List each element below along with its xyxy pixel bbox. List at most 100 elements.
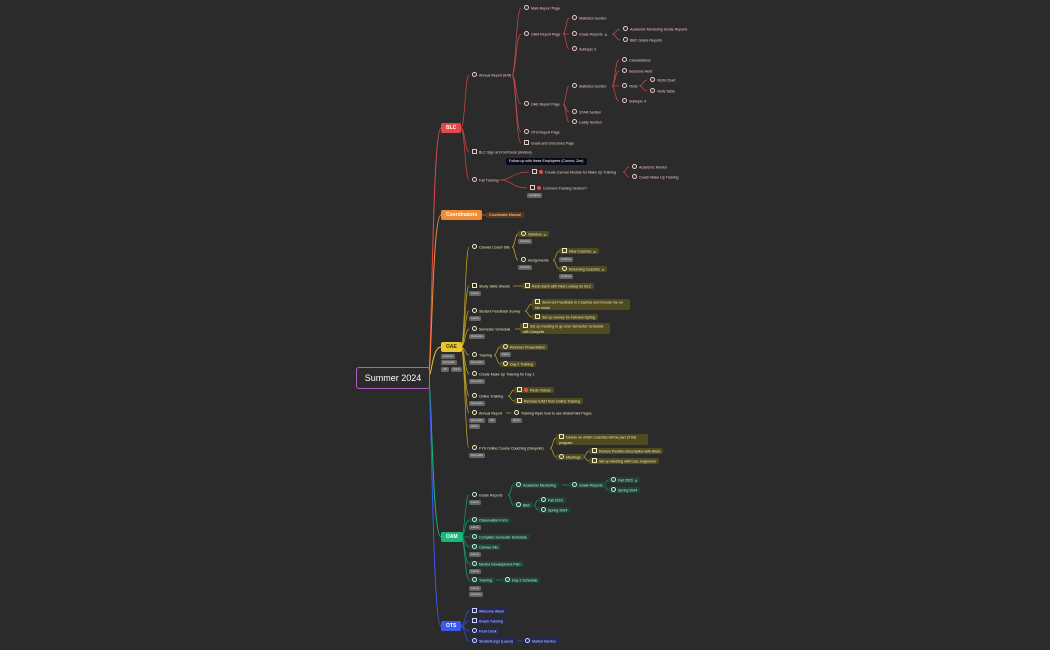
node-academic-mentoring-grade-reports[interactable]: Academic Mentoring Grade Reports (620, 26, 690, 32)
checkbox-icon[interactable] (562, 248, 567, 253)
node-visits[interactable]: Visits (619, 83, 641, 89)
link-icon[interactable]: ⧉ (593, 249, 596, 254)
checkbox-icon[interactable] (532, 169, 537, 174)
checkbox-icon[interactable] (472, 149, 477, 154)
node-returning-coaches[interactable]: Returning Coaches⧉ (559, 266, 608, 272)
node-academic-mentor[interactable]: Academic Mentor (629, 164, 670, 170)
checkbox-icon[interactable] (524, 140, 529, 145)
node-semester-schedule[interactable]: Semester Schedule (469, 326, 513, 332)
node-decide-coaches[interactable]: Decide on which Coaches will be part of … (556, 434, 648, 445)
node-new-coaches[interactable]: New Coaches⧉ (559, 248, 599, 254)
node-market-service[interactable]: Market Service (522, 638, 559, 644)
node-studentlingo[interactable]: StudentLingo (Laura) (469, 638, 516, 644)
node-bbc-spring-2024[interactable]: Spring 2024 (538, 507, 571, 513)
node-am-fall-2023[interactable]: Fall 2023⧉ (608, 477, 641, 483)
node-send-out-feedback[interactable]: Send out Feedback to Coaches and include… (532, 299, 630, 310)
node-front-desk[interactable]: Front Desk (469, 628, 500, 634)
node-oam-grade-reports[interactable]: Grade Reports (469, 492, 506, 498)
node-set-up-meeting[interactable]: Set up meeting to go over Semester Sched… (520, 323, 610, 334)
checkbox-icon[interactable] (523, 323, 528, 328)
link-icon[interactable]: ⧉ (634, 478, 638, 483)
node-oae-statistics-section[interactable]: Statistics Section (569, 83, 609, 89)
node-mentor-development[interactable]: Mentor Development Plan (469, 561, 524, 567)
checkbox-icon[interactable] (592, 458, 597, 463)
node-statistics-section[interactable]: Statistics Section (569, 15, 609, 21)
node-day2-schedule[interactable]: Day 2 Schedule (502, 577, 541, 583)
branch-oam[interactable]: OAM (441, 532, 463, 542)
node-complete-semester[interactable]: Complete Semester Schedule (469, 534, 530, 540)
link-icon[interactable]: ⧉ (601, 267, 605, 272)
node-create-make-up[interactable]: Create Make Up Training for Day 1 (469, 371, 538, 377)
node-set-up-meeting-lisa[interactable]: Set up Meeting with Lisa Jorgensen (589, 458, 659, 464)
node-coordinator-manual[interactable]: Coordinator Manual (486, 212, 524, 218)
node-student-feedback[interactable]: Student Feedback Survey (469, 308, 523, 314)
node-redo-each[interactable]: Redo Each with New Lookup for BLC (522, 283, 595, 289)
checkbox-icon[interactable] (559, 434, 564, 439)
node-fys-online[interactable]: FYS Online Course Coaching (Danyelle) (469, 445, 547, 451)
node-bbc-fall-2023[interactable]: Fall 2023 (538, 497, 566, 503)
node-oam-report-page[interactable]: OAM Report Page (521, 31, 563, 37)
checkbox-icon[interactable] (525, 283, 530, 288)
node-oae-report-page[interactable]: OAE Report Page (521, 101, 563, 107)
node-knack-tutoring[interactable]: Knack Tutoring (469, 618, 506, 624)
node-canvas-coach-site[interactable]: Canvas Coach Site (469, 244, 513, 250)
node-cancellations[interactable]: Cancellations (619, 57, 654, 63)
checkbox-icon[interactable] (472, 608, 477, 613)
node-main-report-page[interactable]: Main Report Page (521, 5, 563, 11)
node-syllabus[interactable]: Syllabus⧉ (518, 231, 550, 237)
checkbox-icon[interactable] (530, 185, 535, 190)
checkbox-icon[interactable] (592, 448, 597, 453)
node-study-skills[interactable]: Study Skills Sheets (469, 283, 513, 289)
node-fall-training[interactable]: Fall Training (469, 177, 502, 183)
node-academic-mentoring[interactable]: Academic Mentoring (513, 482, 559, 488)
node-grade-reports[interactable]: Grade Reports⧉ (569, 31, 610, 37)
node-training-ryan[interactable]: Training Ryan how to use SharePoint Page… (511, 410, 595, 416)
checkbox-icon[interactable] (517, 387, 522, 392)
checkbox-icon[interactable] (517, 398, 522, 403)
link-icon[interactable]: ⧉ (604, 32, 607, 37)
node-visits-table[interactable]: Visits Table (647, 88, 678, 94)
node-create-canvas-module[interactable]: Create Canvas Module for Make Up Trainin… (529, 169, 619, 175)
node-sessions-held[interactable]: Sessions Held (619, 68, 655, 74)
node-ots-report-page[interactable]: OTS Report Page (521, 129, 563, 135)
branch-coordinators[interactable]: Coordinators (441, 210, 483, 220)
node-common-training[interactable]: Common Training Session? (527, 185, 590, 191)
checkbox-icon[interactable] (472, 618, 477, 623)
checkbox-icon[interactable] (535, 314, 540, 319)
node-welcome-week[interactable]: Welcome Week (469, 608, 508, 614)
node-luddy-section[interactable]: Luddy Section (569, 119, 605, 125)
branch-ots[interactable]: OTS (441, 621, 462, 631)
node-bbc[interactable]: BBC (513, 502, 534, 508)
node-annual-report[interactable]: Annual Report (A/R) (469, 72, 514, 78)
link-icon[interactable]: ⧉ (543, 232, 547, 237)
node-observation-form[interactable]: Observation Form (469, 517, 511, 523)
node-training[interactable]: Training (469, 352, 495, 358)
node-assignments[interactable]: Assignments (518, 257, 552, 263)
node-coach-make-up[interactable]: Coach Make Up Training (629, 174, 682, 180)
node-meetings[interactable]: Meetings (556, 454, 584, 460)
node-subtopic-4[interactable]: Subtopic 4 (619, 98, 649, 104)
node-oam-training[interactable]: Training (469, 577, 495, 583)
node-set-up-survey[interactable]: Set up Survey for Fall and Spring (532, 314, 598, 320)
node-returner-presentation[interactable]: Returner Presentation (500, 344, 549, 350)
node-am-grade-reports[interactable]: Grade Reports (569, 482, 606, 488)
node-remove-iumj[interactable]: Remove IUMJ from Online Training (514, 398, 584, 404)
node-blc-sign[interactable]: BLC Sign at Front Desk (Andrea) (469, 149, 535, 155)
node-canvas-site[interactable]: Canvas Site (469, 544, 502, 550)
node-visits-chart[interactable]: Visits Chart (647, 77, 678, 83)
node-stem-section[interactable]: STAR Section (569, 109, 604, 115)
node-am-spring-2024[interactable]: Spring 2024 (608, 487, 641, 493)
checkbox-icon[interactable] (535, 299, 540, 304)
node-online-training[interactable]: Online Training (469, 393, 506, 399)
checkbox-icon[interactable] (472, 283, 477, 288)
node-bbc-grade-reports[interactable]: BBC Grade Reports (620, 37, 665, 43)
branch-oae[interactable]: OAE (441, 342, 462, 352)
node-goals-outcomes-page[interactable]: Goals and Outcomes Page (521, 140, 577, 146)
root-topic[interactable]: Summer 2024 (356, 367, 430, 389)
node-day2-training[interactable]: Day 2 Training (500, 361, 537, 367)
node-subtopic-3[interactable]: Subtopic 3 (569, 46, 599, 52)
branch-blc[interactable]: BLC (441, 123, 462, 133)
node-review-position[interactable]: Review Position Description with Alicia (589, 448, 664, 454)
node-redo-videos[interactable]: Redo Videos (514, 387, 554, 393)
node-oae-annual-report[interactable]: Annual Report (469, 410, 505, 416)
